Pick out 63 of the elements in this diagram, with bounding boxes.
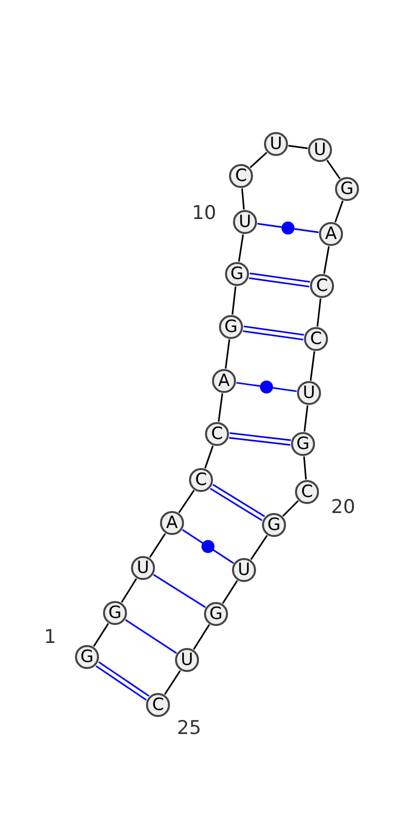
nucleotide-circle: U [175,648,199,672]
nucleotide-circle: G [262,513,286,537]
backbone-line [310,351,316,381]
backbone-line [303,456,307,480]
base-pair-line [248,272,311,288]
nucleotide-circle: A [212,369,236,393]
backbone-line [192,624,210,650]
backbone-line [204,446,214,468]
base-pair-line [210,484,266,522]
nucleotide-circle: G [219,315,243,339]
position-number: 20 [331,496,356,518]
base-pair-line [257,222,319,234]
base-pair-line [228,432,292,446]
backbone-line [224,339,230,369]
base-pair-line [153,574,206,608]
nucleotide-circle: U [131,556,155,580]
nucleotide-circle: A [160,511,184,535]
nucleotide-circle: G [75,645,99,669]
backbone-line [120,578,138,603]
backbone-line [282,500,299,517]
nucleotide-circle: G [291,432,315,456]
nucleotide-circle: U [264,132,288,156]
position-number: 1 [44,626,56,648]
nucleotide-circle: U [297,381,321,405]
backbone-line [178,490,195,514]
nucleotide-circle: C [229,164,253,188]
nucleotide-circle: U [232,558,256,582]
nucleotide-circle: C [205,422,229,446]
base-pair-line [236,380,297,394]
backbone-line [238,234,244,262]
nucleotide-circle: U [233,210,257,234]
backbone-line [149,533,166,558]
nucleotide-circle: G [103,601,127,625]
backbone-line [326,160,341,180]
nucleotide-circle: A [319,222,343,246]
backbone-line [164,670,181,695]
nucleotide-circle: U [308,138,332,162]
nucleotide-circle: C [189,468,213,492]
backbone-line [250,152,268,168]
backbone-line [323,246,330,274]
backbone-line [93,623,109,647]
nucleotide-circle: G [335,177,359,201]
base-pair-line [182,529,234,564]
nucleotide-circle: C [146,693,170,717]
backbone-line [232,286,236,315]
base-pair-line [95,661,150,701]
base-pair-line [125,619,177,654]
nucleotide-circle: C [304,327,328,351]
backbone-line [288,144,308,150]
nucleotide-circle: G [225,262,249,286]
backbone-line [241,188,245,210]
nucleotide-circle: C [295,480,319,504]
position-number: 10 [192,202,216,224]
backbone-line [304,405,308,432]
backbone-line [316,298,322,327]
position-number: 25 [177,717,202,739]
backbone-line [334,200,344,222]
backbone-line [218,393,224,422]
nucleotide-circle: G [204,602,228,626]
nucleotide-circle: C [310,274,334,298]
base-pair-line [242,326,305,340]
backbone-line [250,534,268,560]
backbone-line [222,580,238,604]
